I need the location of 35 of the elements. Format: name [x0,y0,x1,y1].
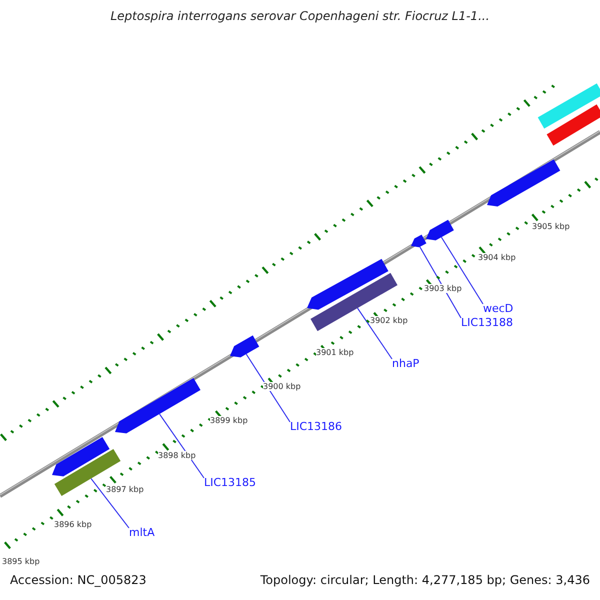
scale-label: 3900 kbp [263,382,301,392]
scale-label: 3899 kbp [210,416,248,426]
scale-label: 3895 kbp [2,557,40,566]
leader-line [90,478,130,528]
gene-label: nhaP [392,358,420,371]
gene-feature [307,258,388,310]
title: Leptospira interrogans serovar Copenhageni str. Fiocruz L1-1... [109,10,491,24]
scale-label: 3904 kbp [478,253,516,262]
gene-label: LIC13186 [290,421,342,434]
gene-feature [411,234,426,248]
leader-line [159,414,204,478]
gene-label: mltA [129,527,155,540]
leader-line [440,236,484,304]
scale-label: 3896 kbp [54,520,92,530]
leader-line [357,308,392,360]
accession-text: Accession: NC_005823 [10,574,146,588]
gene-feature [115,378,200,434]
leader-line [246,354,290,422]
gene-feature [230,335,260,358]
gene-feature [487,159,560,206]
genome-summary: Topology: circular; Length: 4,277,185 bp; Genes: 3,436 [260,574,590,588]
gene-feature [538,83,600,129]
scale-label: 3901 kbp [316,348,354,358]
scale-label: 3905 kbp [532,222,570,232]
gene-feature [52,437,110,476]
scale-label: 3898 kbp [158,451,196,460]
gene-label: wecD [483,303,514,316]
scale-label: 3897 kbp [106,485,144,494]
leader-line [419,246,462,318]
scale-label: 3902 kbp [370,316,408,326]
gene-label: LIC13185 [204,477,256,490]
gene-label: LIC13188 [461,317,514,330]
gene-feature [426,220,454,240]
scale-label: 3903 kbp [424,284,462,294]
gene-feature [546,104,600,146]
